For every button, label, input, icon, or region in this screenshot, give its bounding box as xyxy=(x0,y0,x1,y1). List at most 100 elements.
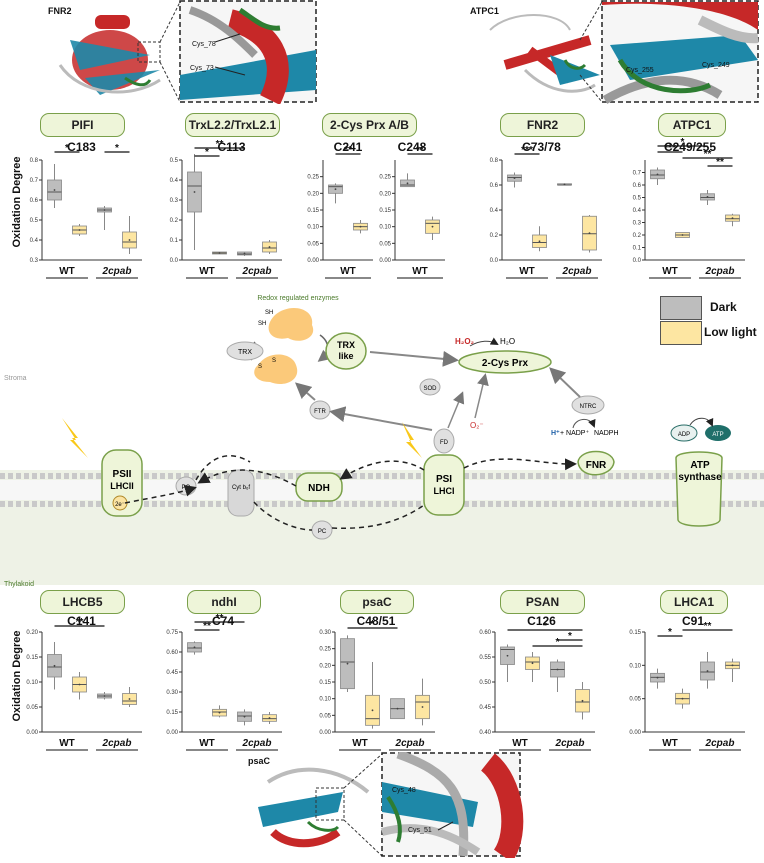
fnr2-structure-title: FNR2 xyxy=(48,6,72,16)
fnr2-structure-panel: Cys_78 Cys_73 FNR2 xyxy=(40,0,320,105)
y-tick-label: 0.0 xyxy=(170,258,179,264)
ntrc-label: NTRC xyxy=(580,404,597,410)
y-tick-label: 0.4 xyxy=(490,208,499,214)
significance-label: * xyxy=(115,143,119,154)
fnr2-overview-ribbon xyxy=(58,15,161,95)
data-point xyxy=(656,676,659,679)
redox-enzymes-label: Redox regulated enzymes xyxy=(257,295,339,302)
group-label-2cpab: 2cpab xyxy=(705,266,735,277)
psi-complex xyxy=(423,454,465,516)
data-point xyxy=(506,654,509,657)
group-label-wt: WT xyxy=(340,266,356,277)
significance-label: * xyxy=(205,147,209,158)
y-tick-label: 0.60 xyxy=(479,630,491,636)
significance-label: ** xyxy=(416,145,424,156)
y-tick-label: 0.10 xyxy=(629,663,641,669)
data-point xyxy=(268,246,271,248)
y-tick-label: 0.6 xyxy=(30,198,39,204)
cys-73-label: Cys_73 xyxy=(190,65,214,72)
y-tick-label: 0.0 xyxy=(490,258,499,264)
y-tick-label: 0.4 xyxy=(170,178,179,184)
data-point xyxy=(731,217,734,220)
y-tick-label: 0.15 xyxy=(307,208,319,214)
group-label-2cpab: 2cpab xyxy=(242,738,272,749)
group-label-wt: WT xyxy=(662,738,678,749)
cys-78-label: Cys_78 xyxy=(192,41,216,48)
group-label-wt: WT xyxy=(199,266,215,277)
group-label-2cpab: 2cpab xyxy=(242,266,272,277)
data-point xyxy=(334,188,337,191)
ftr-label: FTR xyxy=(314,409,326,415)
y-tick-label: 0.0 xyxy=(633,258,642,264)
y-tick-label: 0.05 xyxy=(379,241,391,247)
significance-label: * xyxy=(568,631,572,642)
trx-like-label-2: like xyxy=(338,351,353,361)
psii-complex xyxy=(101,449,143,517)
superoxide-label: O₂⁻ xyxy=(470,421,484,430)
significance-label: ** xyxy=(216,139,224,150)
thiol-label-1: SH xyxy=(265,310,273,316)
cyt-b6f-complex xyxy=(227,469,255,517)
disulfide-label-1: S xyxy=(258,364,262,370)
y-tick-label: 0.15 xyxy=(319,680,331,686)
psac-structure-panel: Cys_48 Cys_51 psaC xyxy=(248,749,528,863)
significance-label: ** xyxy=(76,617,84,628)
y-tick-label: 0.00 xyxy=(26,730,38,736)
y-tick-label: 0.15 xyxy=(26,655,38,661)
y-tick-label: 0.6 xyxy=(490,183,499,189)
significance-label: ** xyxy=(704,149,712,160)
y-tick-label: 0.5 xyxy=(170,158,179,164)
psac-structure-title: psaC xyxy=(248,756,271,766)
y-tick-label: 0.3 xyxy=(633,221,642,227)
y-tick-label: 0.40 xyxy=(479,730,491,736)
proton-label: H⁺ xyxy=(551,430,560,437)
ndh-complex xyxy=(295,472,343,502)
data-point xyxy=(103,695,106,697)
2cys-prx-node xyxy=(458,350,552,374)
atp-label: ATP xyxy=(712,432,723,438)
y-tick-label: 0.20 xyxy=(379,191,391,197)
y-tick-label: 0.10 xyxy=(26,680,38,686)
sod-label: SOD xyxy=(423,386,437,392)
data-point xyxy=(556,668,559,671)
protein-tag-pifi: PIFI xyxy=(40,113,125,137)
ndh-label: NDH xyxy=(308,483,330,494)
ntrc-node xyxy=(571,395,605,415)
y-tick-label: 0.20 xyxy=(319,663,331,669)
y-tick-label: 0.4 xyxy=(30,238,39,244)
adp-label: ADP xyxy=(678,432,690,438)
trx-like-label-1: TRX xyxy=(337,340,355,350)
data-point xyxy=(706,195,709,198)
data-point xyxy=(128,239,131,241)
pc-label: PC xyxy=(318,529,327,535)
legend-label-low-light: Low light xyxy=(704,325,757,339)
protein-tag-atpc1: ATPC1 xyxy=(658,113,726,137)
data-point xyxy=(706,670,709,672)
data-point xyxy=(243,715,246,718)
significance-label: *** xyxy=(664,143,676,154)
y-tick-label: 0.10 xyxy=(379,225,391,231)
data-point xyxy=(359,225,362,228)
legend-label-dark: Dark xyxy=(710,300,737,314)
group-label-wt: WT xyxy=(59,266,75,277)
disulfide-label-2: S xyxy=(272,358,276,364)
y-tick-label: 0.2 xyxy=(490,233,499,239)
y-tick-label: 0.05 xyxy=(319,713,331,719)
lightning-icon-psi xyxy=(402,422,422,458)
fnr2-zoom-ribbon xyxy=(180,6,316,105)
site-label-2cys-c241: C241 xyxy=(333,140,363,154)
site-label-2cys-c248: C248 xyxy=(397,140,427,154)
sod-node xyxy=(419,378,441,396)
y-tick-label: 0.3 xyxy=(170,198,179,204)
data-point xyxy=(581,699,584,702)
data-point xyxy=(538,240,541,243)
data-point xyxy=(128,698,131,700)
psac-structure-illustration: Cys_48 Cys_51 xyxy=(258,749,524,863)
psi-label: PSI xyxy=(436,474,452,485)
psii-label: PSII xyxy=(113,469,132,480)
psac-overview-ribbon xyxy=(258,767,370,848)
protein-tag-lhcb5: LHCB5 xyxy=(40,590,125,614)
site-label-psan: C126 xyxy=(527,614,556,628)
y-tick-label: 0.00 xyxy=(379,258,391,264)
data-point xyxy=(78,683,81,686)
